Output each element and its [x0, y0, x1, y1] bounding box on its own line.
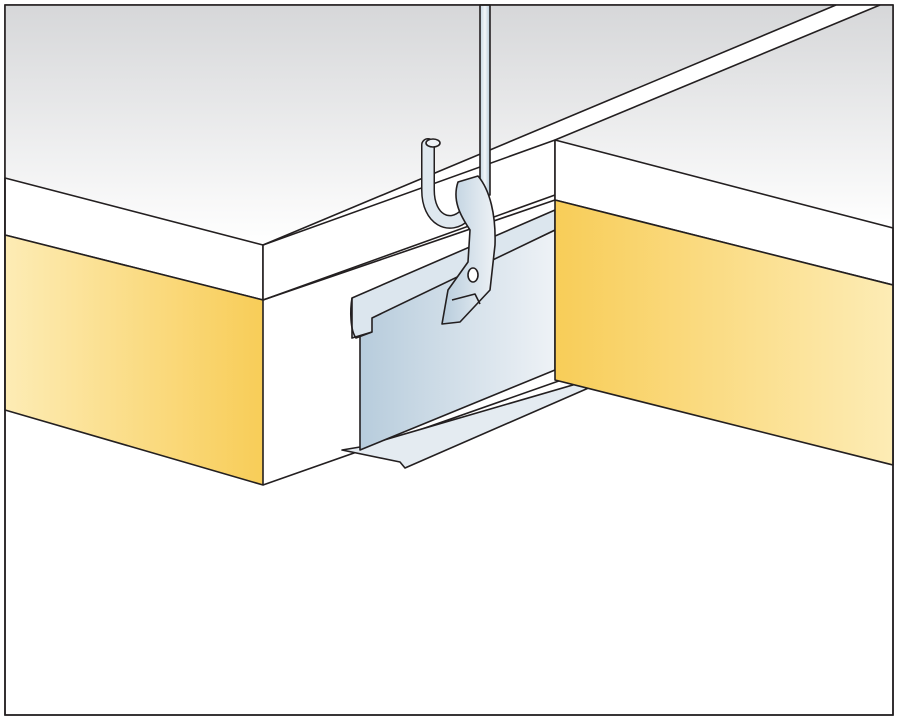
hanger-clip: [441, 175, 496, 325]
hanger-rod: [479, 4, 491, 196]
clip-hole: [467, 267, 479, 283]
upper-ceiling-right: [555, 5, 893, 228]
upper-ceiling-left: [5, 5, 836, 245]
frame-border: [4, 4, 894, 716]
